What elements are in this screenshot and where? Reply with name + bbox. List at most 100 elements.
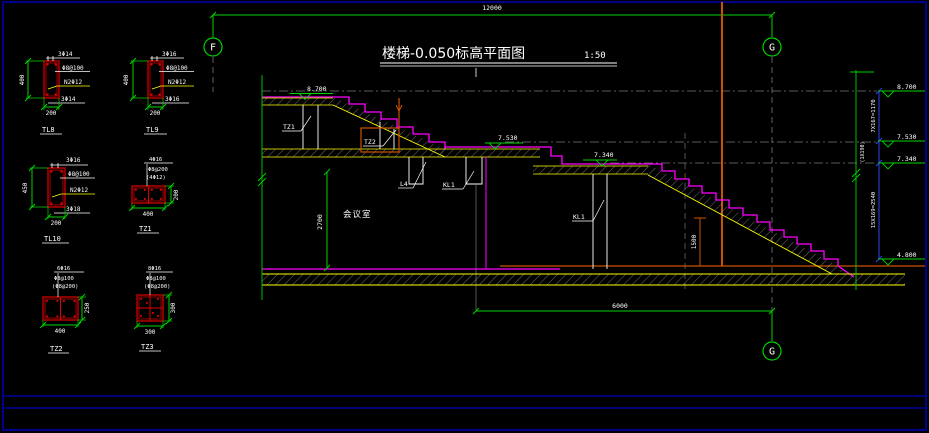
waist-bar-note: N2Φ12: [168, 79, 186, 86]
grid-bubble-g-top-label: G: [769, 43, 775, 54]
width-dim: 300: [145, 329, 156, 336]
rebar-note-2: Φ8@100: [146, 276, 166, 282]
section-detail-tz3: 8Φ16 Φ8@100 (Φ8@200) 300 300 TZ3: [133, 266, 177, 352]
height-dim: 400: [123, 74, 130, 85]
rebar-note-3: (Φ8@200): [52, 284, 79, 290]
top-bar-note: 3Φ16: [162, 51, 177, 58]
rebar-note-1: 8Φ16: [148, 266, 161, 272]
right-elevation-stack: 8.700 7.530 7.340 4.800 7X167=1170 (1X19…: [850, 70, 925, 290]
elevation-marker-low: 7.340: [583, 151, 617, 167]
waist-bar-leader: [47, 85, 90, 90]
elevation-marker-top: 8.700: [290, 85, 333, 101]
view-title: 楼梯-0.050标高平面图 1:50: [380, 45, 617, 77]
bottom-bar-note: 3Φ16: [165, 96, 180, 103]
markup-dimension: 1500: [691, 217, 706, 266]
room-label: 会议室: [343, 209, 372, 220]
stair-section-view: 2700 会议室 TZ1 TZ2 L4 KL1 KL1 8.700 7.530: [257, 2, 925, 300]
label-kl1-b: KL1: [573, 213, 585, 221]
height-dim: 300: [170, 302, 177, 313]
beam-outline: [147, 60, 164, 99]
width-dim: 400: [143, 211, 154, 218]
rebar-note-2: Φ8@100: [54, 276, 74, 282]
section-label: TL9: [146, 126, 159, 134]
height-dim: 250: [84, 302, 91, 313]
bottom-bar-note: 3Φ18: [66, 206, 81, 213]
riser-dim-mid: (1X190): [860, 141, 866, 162]
overall-dim: 12000: [482, 4, 502, 12]
elevation-text: 7.530: [897, 133, 917, 141]
height-dim: 200: [173, 189, 180, 200]
stirrup-note: Φ8@100: [68, 171, 90, 178]
elevation-text: 8.700: [307, 85, 327, 93]
markup-dim-text: 1500: [691, 234, 698, 249]
label-l4: L4: [400, 180, 408, 188]
top-bar-note: 3Φ14: [58, 51, 73, 58]
height-dim: 400: [19, 74, 26, 85]
section-label: TZ2: [50, 345, 63, 353]
width-dim: 400: [55, 328, 66, 335]
elevation-text: 7.340: [897, 155, 917, 163]
grid-bubble-g-bottom-label: G: [769, 347, 775, 358]
section-label: TL8: [42, 126, 55, 134]
stair-flight-upper: [332, 96, 446, 158]
label-tz1: TZ1: [283, 123, 295, 131]
grid-bubble-f: [203, 37, 223, 57]
floor-slab-ground: [262, 268, 905, 286]
beam-outline: [43, 60, 60, 99]
section-detail-tl10: 3Φ16 Φ8@100 N2Φ12 3Φ18 450 200 TL10: [22, 157, 95, 244]
section-label: TZ1: [139, 225, 152, 233]
rebar-note-2: Φ8@200: [148, 167, 168, 173]
bottom-bar-note: 3Φ14: [61, 96, 76, 103]
waist-bar-leader: [151, 85, 194, 90]
elevation-text: 4.800: [897, 251, 917, 259]
section-detail-tz1: 4Φ16 Φ8@200 (4Φ12) 400 200 TZ1: [128, 157, 180, 234]
floor-slab-mid: [262, 146, 540, 158]
section-detail-tl9: 3Φ16 Φ8@100 N2Φ12 3Φ16 400 200 TL9: [123, 51, 194, 135]
stair-flight-lower: [647, 163, 855, 278]
beam-outline: [47, 167, 66, 208]
rebar-note-3: (4Φ12): [146, 175, 166, 181]
grid-bubble-g-bottom: [762, 341, 782, 361]
rebar-note-1: 4Φ16: [149, 157, 162, 163]
section-detail-tl8: 3Φ14 Φ8@100 N2Φ12 3Φ14 400 200 TL8: [19, 51, 90, 135]
room-height-dim-text: 2700: [316, 214, 324, 230]
floor-slab-upper: [262, 96, 333, 106]
elevation-text: 8.700: [897, 83, 917, 91]
width-dim: 200: [51, 220, 62, 227]
walls-and-beams: [302, 105, 608, 269]
beam-l4-outline: [408, 157, 424, 185]
riser-dim-upper: 7X167=1170: [871, 99, 877, 132]
left-reference-line: [257, 75, 267, 300]
stirrup-note: Φ8@100: [166, 65, 188, 72]
grid-bubble-f-label: F: [210, 43, 216, 54]
grid-bubble-g-top: [762, 37, 782, 57]
waist-bar-note: N2Φ12: [64, 79, 82, 86]
section-detail-tz2: 6Φ16 Φ8@100 (Φ8@200) 400 250 TZ2: [39, 266, 91, 354]
label-kl1-a: KL1: [443, 181, 455, 189]
riser-dim-lower: 15X169=2540: [871, 192, 877, 228]
bay-dim: 6000: [612, 302, 628, 310]
elevation-text: 7.530: [498, 134, 518, 142]
waist-bar-note: N2Φ12: [70, 187, 88, 194]
label-tz2: TZ2: [364, 138, 376, 146]
room-height-dimension: 2700: [316, 168, 331, 272]
section-label: TZ3: [141, 343, 154, 351]
view-title-text: 楼梯-0.050标高平面图: [382, 45, 525, 62]
rebar-note-1: 6Φ16: [57, 266, 70, 272]
top-bar-note: 3Φ16: [66, 157, 81, 164]
rebar-note-3: (Φ8@200): [144, 284, 171, 290]
width-dim: 200: [150, 110, 161, 117]
waist-bar-leader: [51, 193, 95, 198]
elevation-text: 7.340: [594, 151, 614, 159]
floor-slab-landing: [533, 146, 648, 175]
grid-and-dimensions: 12000 F G 6000 G: [203, 4, 782, 361]
height-dim: 450: [22, 182, 29, 193]
width-dim: 200: [46, 110, 57, 117]
beam-kl1-outline: [465, 157, 483, 185]
elevation-marker-mid: 7.530: [485, 134, 523, 150]
member-labels: TZ1 TZ2 L4 KL1 KL1: [282, 115, 605, 222]
markup-box-tz2: [360, 98, 403, 153]
stirrup-note: Φ8@100: [62, 65, 84, 72]
